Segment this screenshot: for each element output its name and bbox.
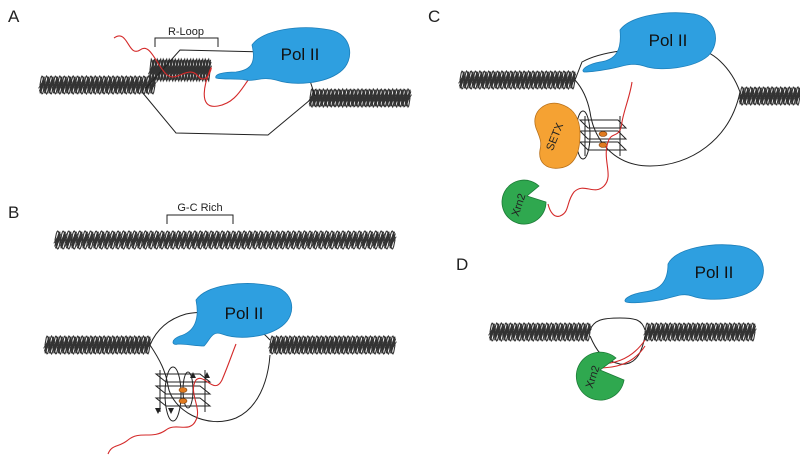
dna-base-pair-hatching	[43, 336, 152, 354]
dna-backbone-strand-2	[44, 334, 151, 356]
panel-d-pol-ii: Pol II	[624, 244, 764, 304]
panel-a-dna-right	[308, 87, 412, 109]
panel-b-dna-left	[43, 334, 152, 356]
panel-d-xrn2-pacman-icon	[575, 351, 625, 401]
panel-b-dna-straight	[53, 230, 397, 250]
dna-base-pair-hatching	[488, 323, 592, 341]
panel-a-pol-ii-shape	[215, 27, 351, 84]
panel-b-gc-rich-bracket	[166, 214, 234, 224]
panel-a-pol-ii: Pol II	[215, 27, 351, 84]
panel-b-guanine-marker-2	[178, 398, 188, 404]
panel-b-dna-right	[268, 335, 397, 355]
panel-d-xrn2: Xrn2	[575, 351, 625, 401]
panel-a-r-loop-label: R-Loop	[168, 26, 204, 38]
dna-base-pair-hatching	[643, 323, 757, 341]
panel-c-setx-shape	[534, 102, 581, 169]
panel-c-guanine-marker-2	[598, 142, 608, 148]
panel-d-dna-right	[643, 322, 757, 342]
panel-c-guanine-marker-1	[598, 131, 608, 137]
panel-a-rna-transcript	[113, 35, 257, 107]
panel-b-gc-rich-label: G-C Rich	[177, 202, 222, 214]
panel-a-letter: A	[8, 7, 20, 26]
dna-backbone-strand-2	[489, 322, 591, 342]
panel-d: D Xrn2 Pol II	[456, 244, 764, 401]
dna-base-pair-hatching	[458, 71, 577, 89]
dna-backbone-strand-2	[459, 69, 576, 91]
panel-d-letter: D	[456, 255, 468, 274]
panel-c-dna-right	[738, 85, 800, 107]
dna-base-pair-hatching	[738, 87, 800, 105]
panel-b-quadruplex-tetrads	[154, 370, 212, 412]
dna-base-pair-hatching	[53, 231, 397, 249]
panel-b-pol-ii: Pol II	[172, 283, 293, 347]
panel-a-dna-bubble	[147, 57, 213, 83]
panel-b-g-quadruplex	[154, 366, 212, 422]
panel-c-quadruplex-tetrads	[578, 116, 628, 156]
panel-c-letter: C	[428, 7, 440, 26]
panel-b-pol-ii-label: Pol II	[225, 304, 264, 323]
dna-backbone-strand-2	[269, 335, 396, 355]
dna-backbone-strand-2	[39, 74, 156, 96]
panel-b-guanine-marker-1	[178, 387, 188, 393]
panel-c-xrn2: Xrn2	[501, 179, 547, 225]
dna-backbone-strand-2	[739, 85, 800, 107]
panel-d-pol-ii-shape	[624, 244, 764, 304]
panel-c-rna-transcript	[547, 81, 633, 217]
panel-b-pol-ii-shape	[172, 283, 293, 347]
panel-c-setx: SETX	[534, 102, 581, 169]
panel-c-pol-ii-shape	[582, 12, 716, 73]
panel-a-pol-ii-label: Pol II	[281, 45, 320, 64]
panel-a: A R-Loop Pol II	[8, 7, 412, 136]
panel-d-pol-ii-label: Pol II	[695, 263, 734, 282]
panel-d-open-strand	[589, 317, 646, 365]
panel-c-g-quadruplex	[575, 110, 628, 160]
dna-backbone-strand-2	[54, 230, 396, 250]
panel-c-pol-ii: Pol II	[582, 12, 716, 73]
panel-c-dna-left	[458, 69, 577, 91]
panel-b-rna-transcript	[107, 343, 237, 455]
panel-c-pol-ii-label: Pol II	[649, 31, 688, 50]
panel-d-dna-left	[488, 322, 592, 342]
panel-c-xrn2-pacman-icon	[501, 179, 547, 225]
panel-a-r-loop-bracket	[154, 37, 219, 47]
panel-a-dna-left	[38, 74, 157, 96]
panel-c: C SETX Xrn2 Pol II	[428, 7, 800, 225]
dna-base-pair-hatching	[308, 89, 412, 107]
dna-base-pair-hatching	[268, 336, 397, 354]
panel-b-letter: B	[8, 203, 19, 222]
panel-b: B G-C Rich Pol II	[8, 202, 397, 455]
dna-backbone-strand-2	[644, 322, 756, 342]
dna-base-pair-hatching	[38, 76, 157, 94]
